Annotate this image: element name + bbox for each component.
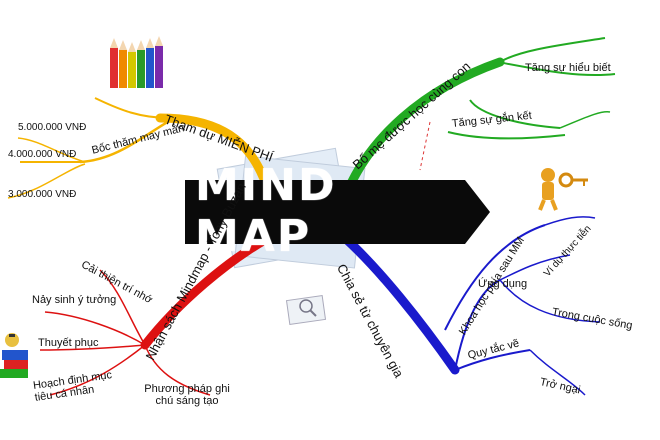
sub-label-apply: Ứng dụng bbox=[478, 278, 528, 290]
prize-item-2: 4.000.000 VNĐ bbox=[8, 149, 77, 160]
branch-top-right bbox=[343, 37, 616, 195]
center-banner bbox=[185, 180, 490, 244]
key-person-icon bbox=[538, 168, 588, 211]
prize-item-3: 3.000.000 VNĐ bbox=[8, 189, 77, 200]
prize-item-1: 5.000.000 VNĐ bbox=[18, 122, 87, 133]
branch-bottom-right bbox=[340, 216, 601, 396]
pencils-icon bbox=[110, 36, 163, 88]
branch-top-left bbox=[7, 97, 273, 199]
books-icon bbox=[0, 333, 28, 378]
item-notes: Phương pháp ghi chú sáng tạo bbox=[144, 383, 230, 408]
magnifier-icon bbox=[285, 295, 327, 325]
item-persuade: Thuyết phục bbox=[38, 337, 99, 349]
branch-bottom-left bbox=[39, 235, 270, 396]
item-ideas: Nảy sinh ý tưởng bbox=[32, 294, 117, 306]
item-increase-understanding: Tăng sự hiểu biết bbox=[525, 62, 611, 74]
